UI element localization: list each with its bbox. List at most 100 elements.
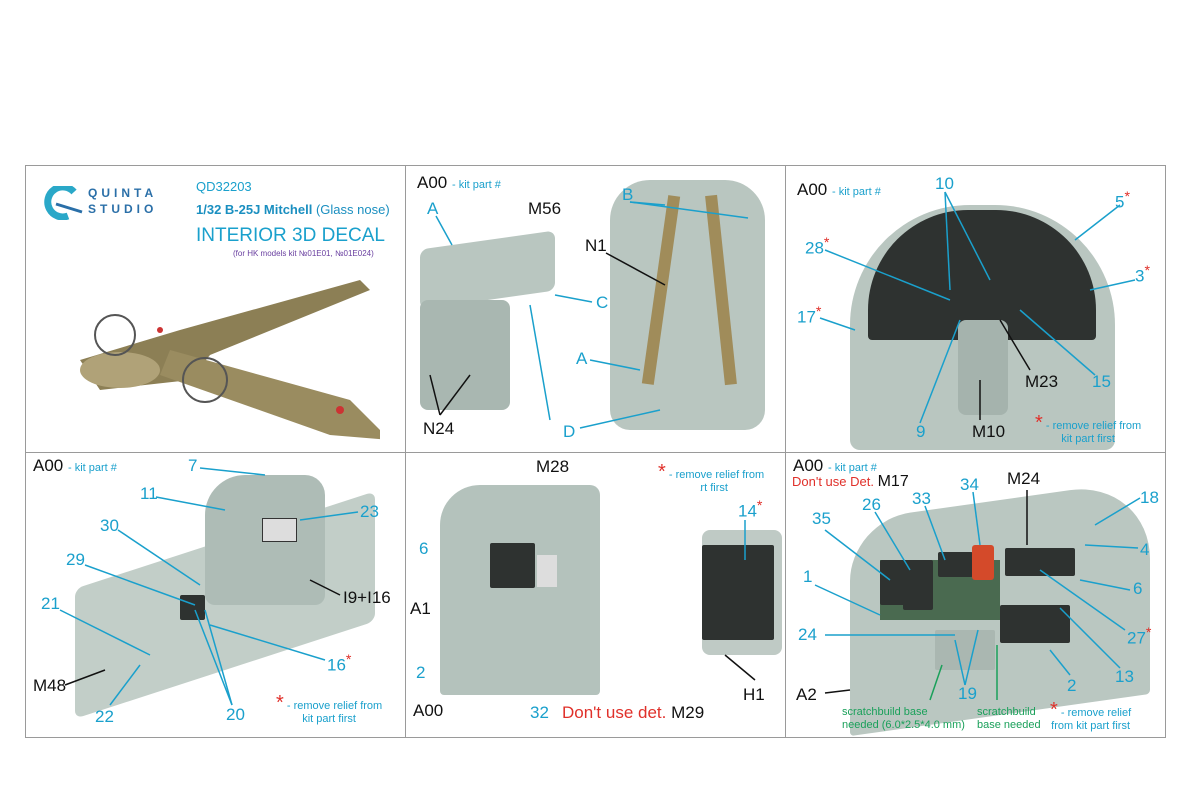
- dont-use-note: Don't use det.: [562, 703, 667, 722]
- callout-label: B: [622, 185, 634, 204]
- box-34-image: [972, 545, 994, 580]
- callout-label: I9+I16: [343, 588, 391, 607]
- callout-label: 28*: [805, 235, 830, 258]
- a00-label: A00: [413, 701, 444, 720]
- kit-part-label: - kit part #: [67, 462, 117, 474]
- kit-part-legend: A00 - kit part #: [417, 174, 501, 191]
- box-2-image: [1000, 605, 1070, 643]
- callout-label: 4: [1140, 540, 1150, 559]
- divider: [25, 452, 1166, 453]
- callout-label: M48: [33, 676, 67, 695]
- kit-part-label: - kit part #: [827, 462, 877, 474]
- callout-label: M17: [877, 473, 909, 490]
- a00-label: A00: [793, 456, 824, 475]
- box-26-image: [903, 560, 933, 610]
- kit-compatibility: (for HK models kit №01E01, №01E024): [233, 249, 374, 258]
- callout-label: M24: [1007, 469, 1041, 488]
- a00-label: A00: [797, 180, 828, 199]
- callout-label: A1: [410, 599, 431, 618]
- callout-label: 35: [812, 509, 831, 528]
- callout-label: 17*: [797, 304, 822, 327]
- placard-image: [262, 518, 297, 542]
- divider: [405, 165, 406, 738]
- kit-part-legend: A00 - kit part #: [797, 181, 881, 198]
- callout-label: 3*: [1135, 263, 1150, 286]
- callout-label: A2: [796, 685, 817, 704]
- a00-label: A00: [417, 173, 448, 192]
- callout-label: 34: [960, 475, 979, 494]
- callout-label: M23: [1025, 372, 1059, 391]
- base-image: [935, 630, 995, 670]
- callout-label: A: [427, 199, 439, 218]
- sheet-title: INTERIOR 3D DECAL: [196, 225, 385, 246]
- kit-part-label: - kit part #: [831, 186, 881, 198]
- callout-label: 24: [798, 625, 817, 644]
- quinta-logo-icon: [44, 186, 83, 220]
- callout-label: M28: [536, 457, 570, 476]
- callout-label: 2: [416, 663, 426, 682]
- callout-label: 14*: [738, 498, 763, 521]
- seat-image: [610, 180, 765, 430]
- callout-label: D: [563, 422, 576, 441]
- kit-part-label: - kit part #: [451, 179, 501, 191]
- control-box-image: [490, 543, 535, 588]
- callout-label: 2: [1067, 676, 1077, 695]
- callout-label: 26: [862, 495, 881, 514]
- divider: [785, 165, 786, 738]
- callout-label: H1: [743, 685, 765, 704]
- callout-label: A: [576, 349, 588, 368]
- product-code: QD32203: [196, 179, 252, 194]
- callout-label: 30: [100, 516, 119, 535]
- brand-top: QUINTA: [88, 186, 158, 200]
- kit-part-legend: A00 - kit part #: [33, 457, 117, 474]
- callout-label: 13: [1115, 667, 1134, 686]
- callout-label: M29: [671, 703, 705, 722]
- callout-label: C: [596, 293, 609, 312]
- instrument-box-image: [702, 545, 774, 640]
- dont-use-note: Don't use Det.: [792, 474, 874, 489]
- callout-label: M10: [972, 422, 1006, 441]
- n24-block-image: [420, 300, 510, 410]
- model-name: 1/32 B-25J Mitchell: [196, 202, 313, 217]
- box-m24-image: [1005, 548, 1075, 576]
- callout-label: 6: [419, 539, 429, 558]
- b25-aircraft-image: [80, 280, 380, 440]
- callout-label: 21: [41, 594, 60, 613]
- a00-label: A00: [33, 456, 64, 475]
- kit-part-legend: A00 - kit part #: [793, 457, 877, 474]
- pedestal-image: [958, 320, 1008, 415]
- callout-label: 22: [95, 707, 114, 726]
- box-33-image: [938, 552, 973, 577]
- callout-label: 10: [935, 174, 954, 193]
- callout-label: 1: [803, 567, 813, 586]
- callout-label: 19: [958, 684, 977, 703]
- callout-label: M56: [528, 199, 562, 218]
- callout-label: 9: [916, 422, 926, 441]
- callout-label: 33: [912, 489, 931, 508]
- instruction-sheet-frame: [25, 165, 1166, 738]
- side-wall-image: [440, 485, 600, 695]
- callout-label: 6: [1133, 579, 1143, 598]
- callout-label: N24: [423, 419, 455, 438]
- callout-label: 7: [188, 456, 198, 475]
- callout-label: 20: [226, 705, 245, 724]
- callout-label: 32: [530, 703, 549, 722]
- callout-label: 29: [66, 550, 85, 569]
- model-variant: (Glass nose): [315, 202, 390, 217]
- callout-label: 18: [1140, 488, 1159, 507]
- callout-label: 11: [140, 484, 158, 503]
- callout-label: 15: [1092, 372, 1111, 391]
- lever-image: [180, 595, 205, 620]
- callout-label: 23: [360, 502, 379, 521]
- callout-label: 5*: [1115, 189, 1130, 212]
- callout-label: 27*: [1127, 625, 1152, 648]
- placard-image: [537, 555, 557, 587]
- callout-label: N1: [585, 236, 607, 255]
- callout-label: 16*: [327, 652, 352, 675]
